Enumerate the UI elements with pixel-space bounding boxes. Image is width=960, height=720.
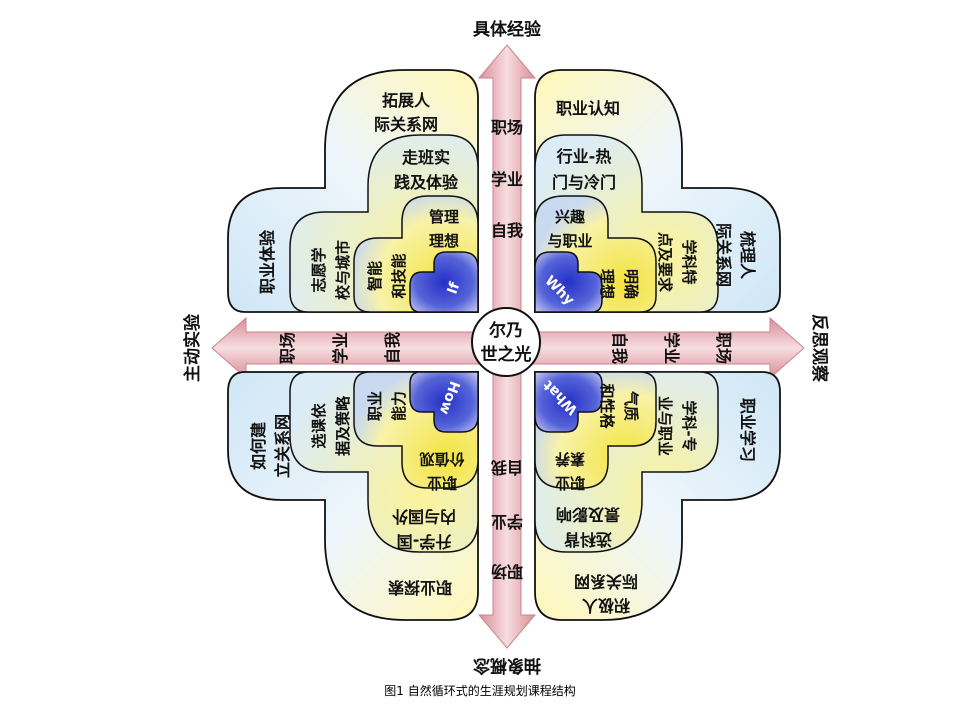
tr-outer-label: 职业认知 bbox=[556, 99, 620, 118]
top-arm-label-workplace: 职场 bbox=[491, 118, 523, 137]
center-line-2: 世之光 bbox=[481, 344, 532, 365]
bl-inner-side-line-2: 能力 bbox=[390, 391, 408, 421]
bl-inner-line-1: 职业 bbox=[427, 474, 457, 492]
br-outer-line-1: 积极人 bbox=[581, 596, 630, 615]
br-inner-side-line-1: 气质 bbox=[622, 390, 640, 421]
bl-mid-side-line-1: 选课依 bbox=[310, 403, 328, 449]
bl-mid-side-line-2: 据及策略 bbox=[334, 395, 352, 456]
bl-outer-side-line-2: 立关系网 bbox=[273, 414, 292, 478]
br-inner-line-1: 职业 bbox=[555, 474, 585, 492]
bl-inner-side-line-1: 职业 bbox=[366, 391, 384, 421]
br-outer-side: 职业学习 bbox=[738, 398, 757, 462]
tl-inner-line-1: 管理 bbox=[429, 208, 459, 226]
center-node: 尔乃 世之光 bbox=[471, 307, 541, 377]
br-outer-line-2: 际关系网 bbox=[574, 572, 638, 591]
tr-mid-line-2: 门与冷门 bbox=[552, 173, 616, 192]
br-mid-side-line-1: 学科-专 bbox=[680, 400, 698, 451]
left-arm-label-workplace: 职场 bbox=[278, 332, 297, 364]
br-mid-line-1: 选科背 bbox=[564, 530, 612, 549]
tl-mid-line-2: 践及体验 bbox=[394, 173, 459, 192]
tl-mid-side-line-1: 志愿学 bbox=[310, 247, 328, 292]
tr-mid-line-1: 行业-热 bbox=[556, 147, 612, 166]
quadrant-top-right bbox=[534, 69, 781, 313]
tr-inner-side-line-1: 明确 bbox=[622, 269, 640, 299]
axis-top-label: 具体经验 bbox=[472, 19, 542, 40]
br-mid-line-2: 景及影响 bbox=[556, 505, 620, 524]
axis-right-label: 反思观察 bbox=[809, 314, 830, 383]
bl-mid-line-1: 升学-国 bbox=[397, 532, 452, 551]
br-inner-line-2: 素养 bbox=[554, 450, 585, 468]
tr-inner-line-1: 兴趣 bbox=[555, 208, 586, 226]
bottom-right-core-shape bbox=[534, 371, 603, 433]
tl-inner-line-2: 理想 bbox=[429, 232, 459, 250]
tr-mid-side-line-1: 学科特 bbox=[680, 239, 698, 284]
tl-outer-line-1: 拓展人 bbox=[382, 91, 431, 110]
quadrant-top-left bbox=[227, 69, 479, 313]
right-arm-label-self: 自我 bbox=[610, 332, 629, 364]
br-inner-side-line-2: 和性格 bbox=[598, 383, 616, 429]
figure-caption: 图1 自然循环式的生涯规划课程结构 bbox=[384, 684, 576, 698]
bl-mid-line-2: 内与国外 bbox=[392, 507, 456, 526]
tl-mid-side-line-2: 校与城市 bbox=[334, 240, 352, 300]
top-arm-label-study: 学业 bbox=[491, 170, 523, 189]
tr-outer-side-line-1: 梳理人 bbox=[738, 231, 757, 280]
right-arm-label-workplace: 职场 bbox=[714, 332, 733, 364]
top-arm-label-self: 自我 bbox=[491, 221, 523, 240]
br-mid-side-line-2: 业与职业 bbox=[656, 396, 674, 456]
quadrant-bottom-right bbox=[534, 371, 781, 621]
bottom-arm-label-workplace: 职场 bbox=[491, 562, 523, 581]
axis-left-label: 主动实验 bbox=[182, 313, 203, 382]
tl-mid-line-1: 走班实 bbox=[401, 148, 450, 167]
top-left-core-shape bbox=[409, 251, 479, 313]
tl-inner-side-line-2: 和技能 bbox=[390, 253, 408, 298]
bottom-arm-label-study: 学业 bbox=[491, 512, 523, 531]
tr-outer-side-line-2: 际关系网 bbox=[714, 223, 733, 287]
left-arm-label-self: 自我 bbox=[383, 332, 402, 364]
center-line-1: 尔乃 bbox=[489, 320, 523, 341]
bottom-arm-label-self: 自我 bbox=[491, 458, 523, 477]
tr-inner-line-2: 与职业 bbox=[547, 232, 592, 250]
bl-inner-line-2: 价值观 bbox=[419, 450, 464, 468]
bl-outer-label: 职业探索 bbox=[388, 578, 452, 597]
axis-bottom-label: 抽象概念 bbox=[473, 655, 541, 676]
tr-mid-side-line-2: 点及要求 bbox=[656, 232, 674, 293]
quadrant-bottom-left bbox=[227, 371, 479, 621]
tl-inner-side-line-1: 智能 bbox=[366, 261, 384, 291]
tl-outer-side: 职业体验 bbox=[258, 229, 277, 294]
left-arm-label-study: 学业 bbox=[331, 332, 350, 364]
top-right-core-shape bbox=[534, 251, 603, 313]
right-arm-label-study: 学业 bbox=[662, 332, 681, 364]
bl-outer-side-line-1: 如何建 bbox=[249, 422, 268, 470]
tl-outer-line-2: 际关系网 bbox=[374, 115, 438, 134]
bottom-left-core-shape bbox=[409, 371, 479, 433]
tr-inner-side-line-2: 理想 bbox=[598, 269, 616, 299]
